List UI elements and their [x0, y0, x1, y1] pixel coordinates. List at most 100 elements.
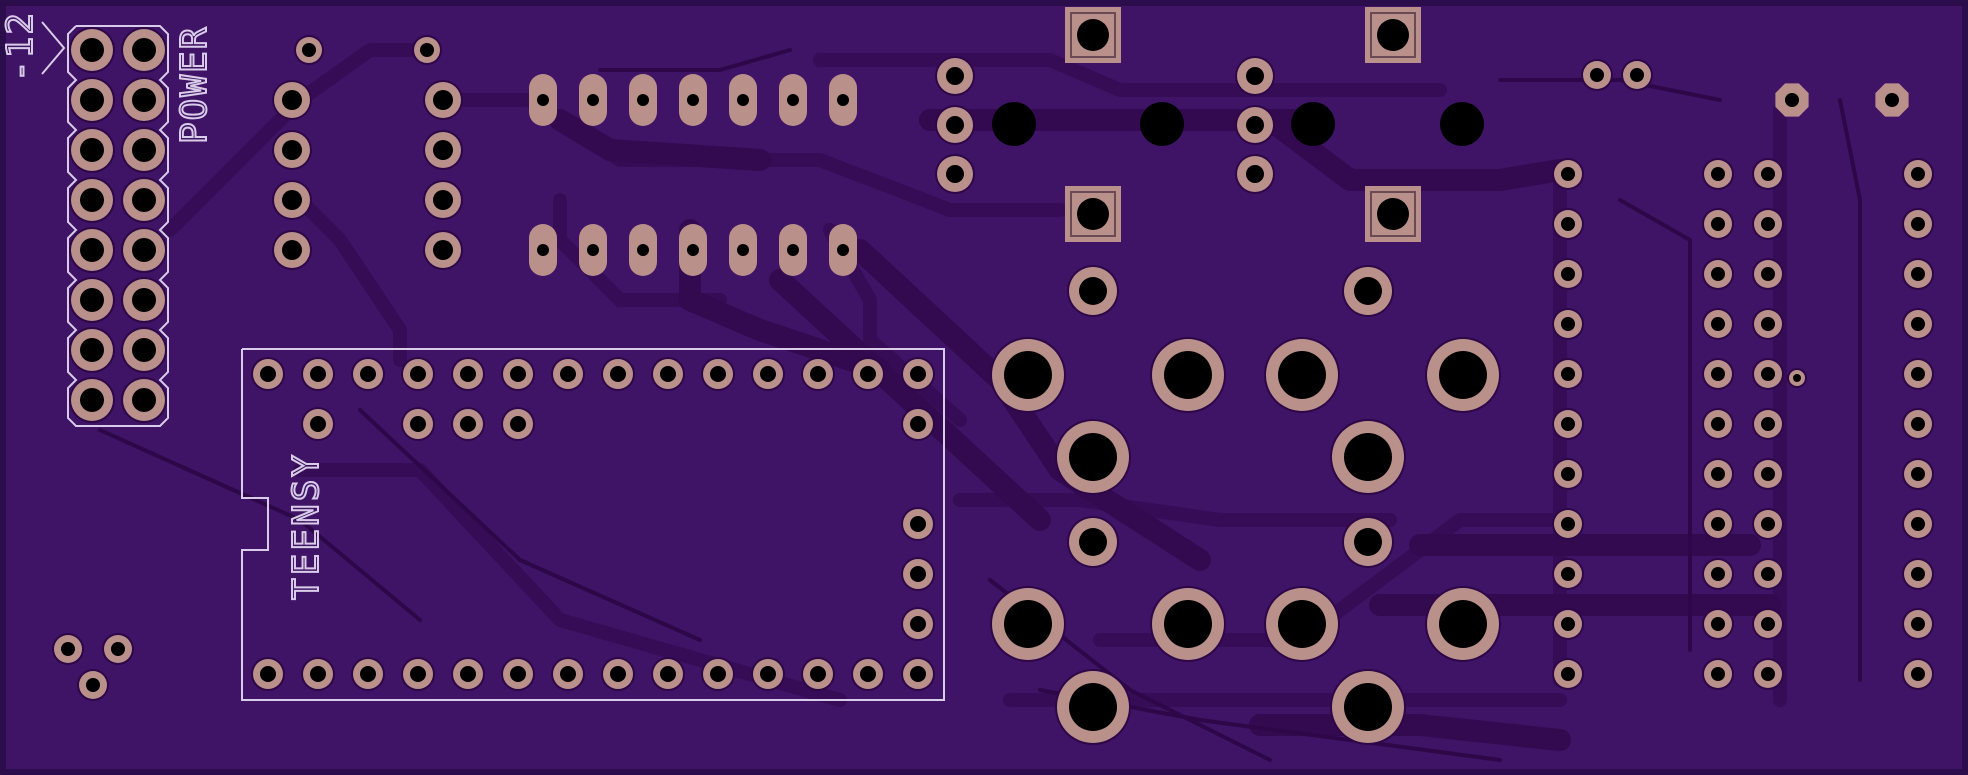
teensy-pin-hole	[910, 366, 926, 382]
dip-pin-hole	[837, 244, 849, 256]
teensy-pin-hole	[510, 416, 526, 432]
teensy-pin-hole	[810, 366, 826, 382]
power-header-pad-hole	[80, 138, 104, 162]
jack-square-pad-hole	[1077, 198, 1109, 230]
resistor-pad-hole	[433, 90, 453, 110]
mounting-hole	[1291, 102, 1335, 146]
power-header-pad-hole	[80, 188, 104, 212]
pot-pad-hole	[946, 116, 964, 134]
minus12-arrow	[41, 21, 66, 75]
dip-pin-hole	[787, 244, 799, 256]
ic-pin-hole	[1561, 517, 1575, 531]
teensy-pin-hole	[910, 616, 926, 632]
teensy-pin-hole	[410, 416, 426, 432]
power-header-pad-hole	[132, 288, 156, 312]
teensy-pin-hole	[860, 666, 876, 682]
teensy-pin-hole	[310, 366, 326, 382]
silk-labels: POWER -12 TEENSY	[0, 10, 328, 601]
teensy-pin-hole	[810, 666, 826, 682]
pot-pad-hole	[946, 67, 964, 85]
pad-hole	[61, 642, 75, 656]
ic-pin-hole	[1561, 617, 1575, 631]
ic-pin-hole	[1911, 617, 1925, 631]
jack-big-pad-hole	[1164, 600, 1212, 648]
ic-pin-hole	[1561, 567, 1575, 581]
dip-pin-hole	[737, 244, 749, 256]
dip-pin-hole	[537, 244, 549, 256]
pot-pad-hole	[1246, 116, 1264, 134]
ic-pin-hole	[1561, 267, 1575, 281]
teensy-pin-hole	[410, 366, 426, 382]
jack-big-pad-hole	[1439, 600, 1487, 648]
ic-pin-hole	[1911, 417, 1925, 431]
jack-pad-hole	[1354, 528, 1382, 556]
pad-hole	[1590, 68, 1604, 82]
jack-big-pad-hole	[1004, 600, 1052, 648]
pot-pad-hole	[1246, 165, 1264, 183]
resistor-pad-hole	[433, 140, 453, 160]
jack-square-pad-ring	[1370, 12, 1416, 58]
ic-pin-hole	[1711, 217, 1725, 231]
ic-pin-hole	[1761, 567, 1775, 581]
teensy-pin-hole	[410, 666, 426, 682]
teensy-pin-hole	[460, 366, 476, 382]
ic-pin-hole	[1761, 467, 1775, 481]
jack-big-pad-hole	[1439, 351, 1487, 399]
power-label: POWER	[174, 26, 215, 144]
teensy-pin-hole	[660, 366, 676, 382]
resistor-pad-hole	[433, 240, 453, 260]
ic-pin-hole	[1911, 517, 1925, 531]
teensy-pin-hole	[710, 366, 726, 382]
ic-pin-hole	[1711, 367, 1725, 381]
power-header-pad-hole	[132, 238, 156, 262]
ic-pin-hole	[1911, 267, 1925, 281]
jack-square-pad-hole	[1377, 198, 1409, 230]
teensy-pin-hole	[710, 666, 726, 682]
jack-square-pad-hole	[1077, 19, 1109, 51]
ic-pin-hole	[1561, 167, 1575, 181]
ic-pin-hole	[1711, 617, 1725, 631]
ic-pin-hole	[1761, 517, 1775, 531]
teensy-pin-hole	[510, 366, 526, 382]
power-header-pad-hole	[80, 288, 104, 312]
ic-pin-hole	[1561, 467, 1575, 481]
ic-pin-hole	[1911, 367, 1925, 381]
ic-pin-hole	[1561, 317, 1575, 331]
pot-pad-hole	[946, 165, 964, 183]
ic-pin-hole	[1911, 467, 1925, 481]
power-header-pad-hole	[80, 338, 104, 362]
ic-pin-hole	[1561, 367, 1575, 381]
mounting-hole	[1440, 102, 1484, 146]
power-header-pad-hole	[80, 88, 104, 112]
teensy-pin-hole	[760, 666, 776, 682]
power-header-pad-hole	[80, 238, 104, 262]
jack-big-pad-hole	[1344, 433, 1392, 481]
mounting-hole	[1140, 102, 1184, 146]
resistor-pad-hole	[282, 240, 302, 260]
teensy-pin-hole	[510, 666, 526, 682]
ic-pin-hole	[1561, 217, 1575, 231]
teensy-pin-hole	[310, 666, 326, 682]
teensy-pin-hole	[260, 666, 276, 682]
silkscreen-layer	[41, 21, 945, 701]
ic-pin-hole	[1761, 367, 1775, 381]
ic-pin-hole	[1761, 217, 1775, 231]
power-header-pad-hole	[80, 38, 104, 62]
jack-big-pad-hole	[1278, 600, 1326, 648]
teensy-outline	[241, 348, 945, 701]
jack-square-pad-hole	[1377, 19, 1409, 51]
teensy-pin-hole	[460, 666, 476, 682]
ic-pin-hole	[1711, 267, 1725, 281]
power-header-pad-hole	[132, 338, 156, 362]
power-header-pad-hole	[80, 388, 104, 412]
power-header-pad-hole	[132, 388, 156, 412]
teensy-pin-hole	[610, 666, 626, 682]
ic-pin-hole	[1911, 667, 1925, 681]
teensy-pin-hole	[910, 566, 926, 582]
jack-square-pad-ring	[1070, 12, 1116, 58]
jack-big-pad-hole	[1004, 351, 1052, 399]
dip-pin-hole	[587, 94, 599, 106]
ic-pin-hole	[1911, 317, 1925, 331]
dip-pin-hole	[637, 94, 649, 106]
ic-pin-hole	[1711, 567, 1725, 581]
